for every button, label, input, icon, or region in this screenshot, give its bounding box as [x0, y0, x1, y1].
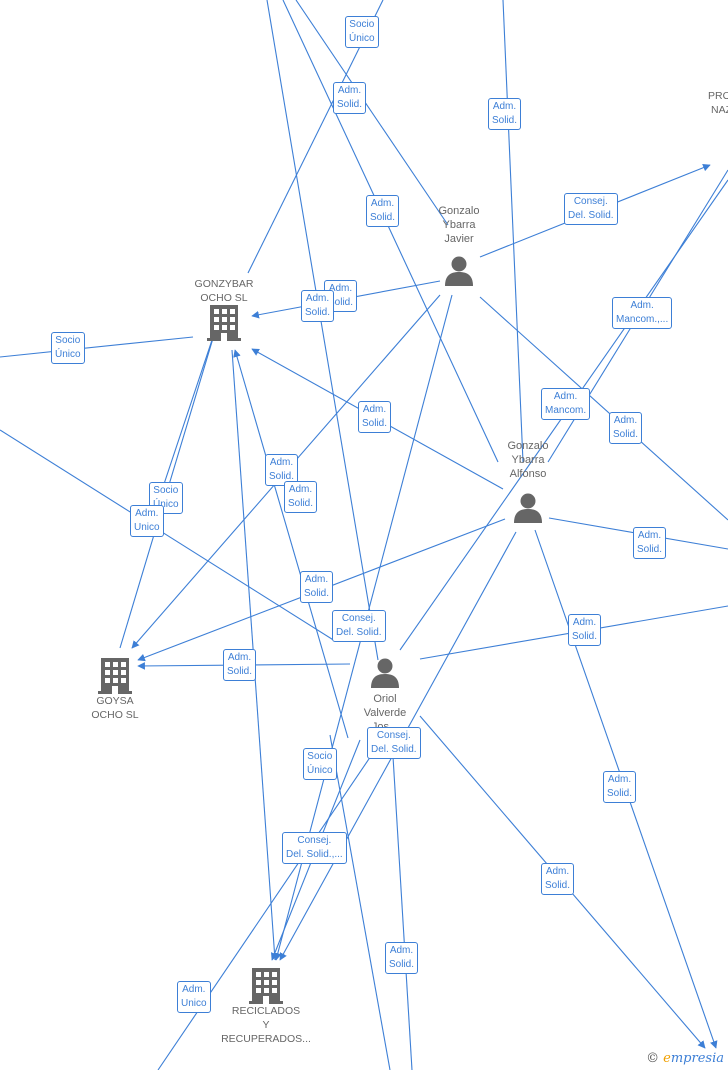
edge-left-gonzybar — [0, 336, 194, 358]
relation-label[interactable]: Consej.Del. Solid. — [332, 610, 386, 642]
company-reciclados-recuperados[interactable]: RECICLADOS Y RECUPERADOS... — [216, 968, 316, 1046]
relation-label[interactable]: Adm.Solid. — [385, 942, 419, 974]
person-label: Gonzalo Ybarra Javier — [438, 205, 480, 245]
building-icon — [249, 968, 283, 1004]
relation-label[interactable]: Adm.Solid. — [366, 195, 400, 227]
relation-label[interactable]: Adm.Solid. — [300, 571, 334, 603]
relation-label[interactable]: Adm.Unico — [177, 981, 211, 1013]
person-icon — [445, 256, 473, 286]
relation-label[interactable]: Adm.Mancom.,... — [612, 297, 673, 329]
brand-name: mpresia — [670, 1051, 724, 1066]
edge-offtop-alfonso — [282, 0, 499, 463]
relation-label[interactable]: Adm.Solid. — [541, 863, 575, 895]
relation-label[interactable]: Adm.Solid. — [265, 454, 299, 486]
building-icon — [207, 305, 241, 341]
brand-initial: e — [663, 1051, 671, 1066]
relation-label[interactable]: Adm.Solid. — [568, 614, 602, 646]
person-icon — [514, 493, 542, 523]
edge-javier-offright — [479, 296, 728, 521]
person-gonzalo-ybarra-alfonso[interactable]: Gonzalo Ybarra Alfonso — [493, 439, 563, 523]
relation-label[interactable]: Adm.Solid. — [609, 412, 643, 444]
relation-label[interactable]: Consej.Del. Solid.,... — [282, 832, 347, 864]
relation-label[interactable]: Adm.Solid. — [333, 82, 367, 114]
company-pro-cut[interactable]: PRO NAZ — [700, 89, 728, 117]
relation-label[interactable]: Adm.Solid. — [223, 649, 257, 681]
person-gonzalo-ybarra-javier[interactable]: Gonzalo Ybarra Javier — [424, 204, 494, 286]
edge-offtop-oriol — [266, 0, 379, 661]
relation-label[interactable]: Adm.Solid. — [488, 98, 522, 130]
edge-oriol-gonzybar — [233, 349, 349, 739]
company-label: RECICLADOS Y RECUPERADOS... — [221, 1005, 311, 1045]
edge-oriol-offbottomleft — [157, 749, 376, 1070]
company-label: GOYSA OCHO SL — [91, 695, 139, 721]
relation-label[interactable]: Adm.Unico — [130, 505, 164, 537]
building-icon — [98, 658, 132, 694]
person-oriol-valverde[interactable]: Oriol Valverde Jos... — [350, 658, 420, 734]
person-icon — [371, 658, 399, 688]
edge-offtop2-alfonso — [502, 0, 524, 463]
company-goysa-ocho[interactable]: GOYSA OCHO SL — [74, 658, 156, 722]
person-label: Gonzalo Ybarra Alfonso — [507, 440, 549, 480]
relation-label[interactable]: Adm.Solid. — [324, 280, 358, 312]
relation-label[interactable]: Consej.Del. Solid. — [367, 727, 421, 759]
relation-label[interactable]: Adm.Mancom. — [541, 388, 591, 420]
relation-label[interactable]: Adm.Solid. — [284, 481, 318, 513]
relation-label[interactable]: Adm.Solid. — [603, 771, 637, 803]
company-label: GONZYBAR OCHO SL — [194, 278, 254, 304]
edge-reciclados-offbottom — [329, 734, 391, 1070]
copyright-symbol: © — [646, 1051, 660, 1066]
relation-label[interactable]: Adm.Solid. — [633, 527, 667, 559]
relation-label[interactable]: Adm.Solid. — [358, 401, 392, 433]
company-label: PRO NAZ — [708, 90, 728, 116]
relation-label[interactable]: Consej.Del. Solid. — [564, 193, 618, 225]
edge-offtop-javier — [295, 0, 449, 226]
edge-oriol-offbottom — [391, 739, 413, 1070]
empresia-logo[interactable]: ©empresia — [646, 1051, 724, 1066]
relation-label[interactable]: Adm.Solid. — [301, 290, 335, 322]
company-gonzybar-ocho[interactable]: GONZYBAR OCHO SL — [182, 277, 266, 341]
